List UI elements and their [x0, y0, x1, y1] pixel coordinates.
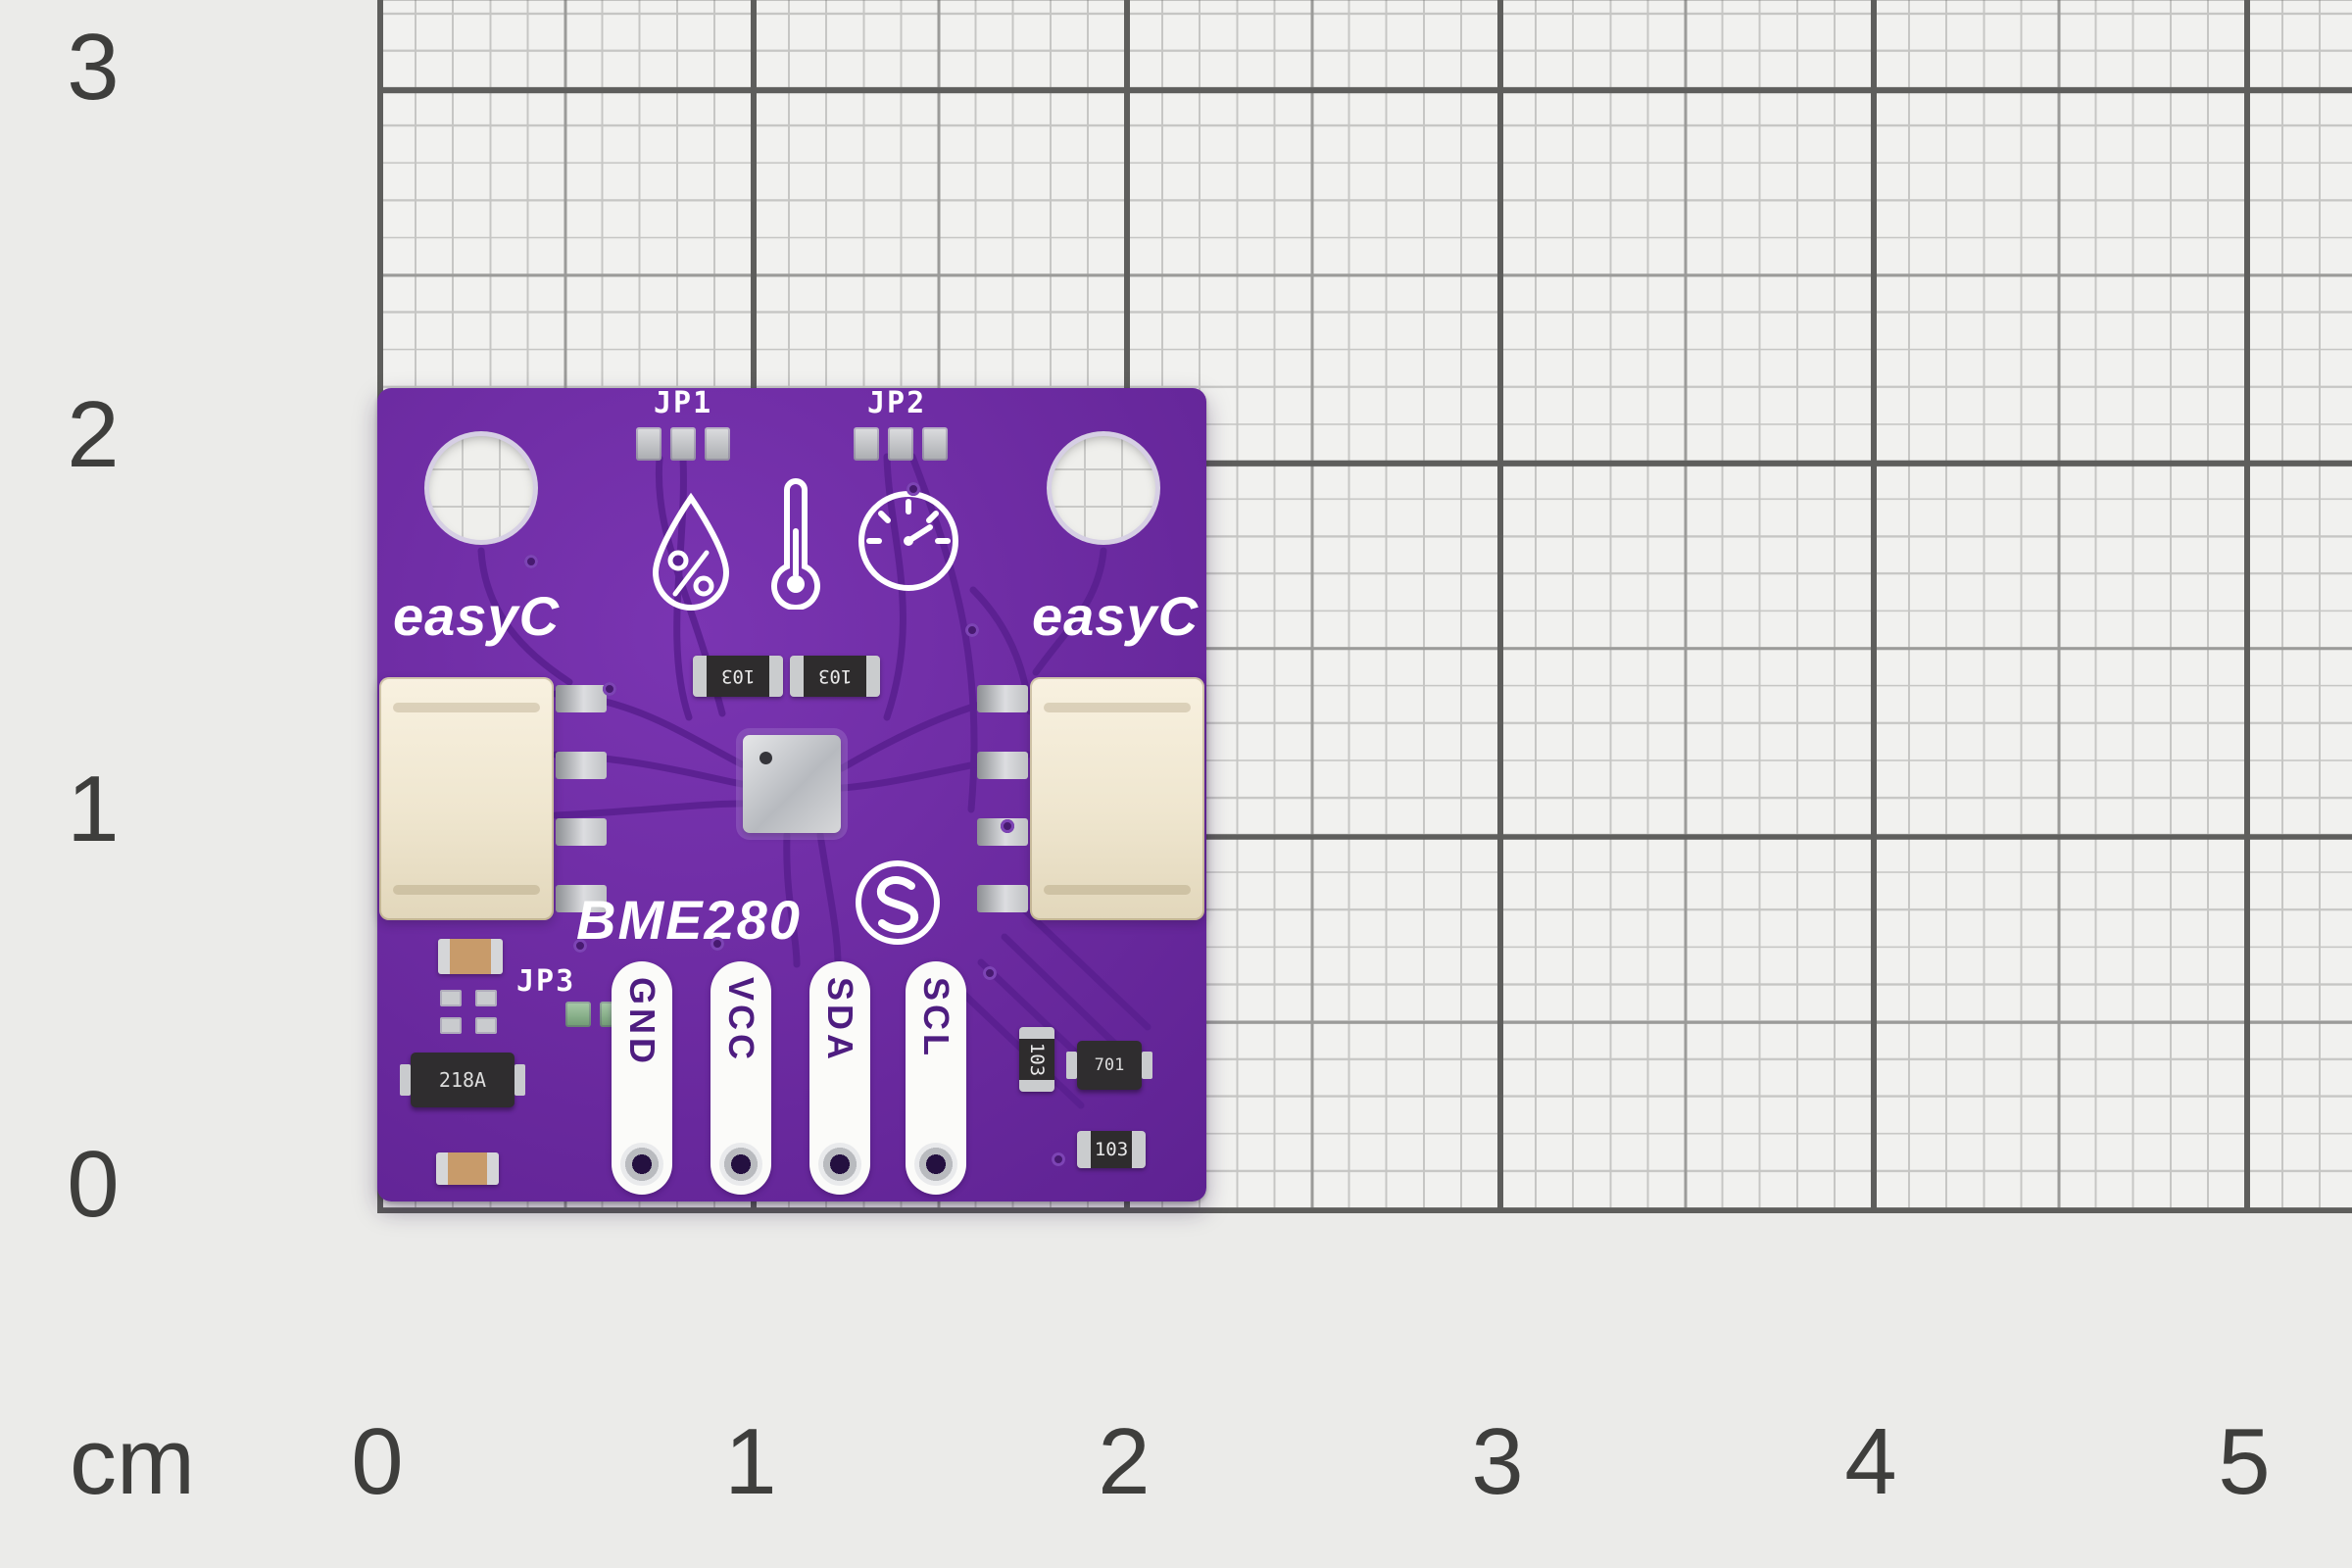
resistor-103-d: 103	[1077, 1131, 1146, 1168]
connector-pin	[556, 818, 607, 846]
ruler-label-v0: 0	[67, 1132, 120, 1237]
jp3-label: JP3	[516, 964, 576, 999]
ic-regulator: 218A	[400, 1053, 525, 1107]
humidity-icon	[652, 492, 730, 611]
through-hole	[719, 1143, 762, 1186]
connector-right-pins	[977, 685, 1028, 912]
ruler-label-h4: 4	[1844, 1409, 1897, 1514]
board-title: BME280	[576, 889, 802, 951]
capacitor	[436, 1152, 499, 1185]
connector-pin	[977, 752, 1028, 779]
resistor-103-a: 103	[693, 656, 783, 697]
ruler-label-h0: 0	[351, 1409, 404, 1514]
connector-groove	[393, 703, 540, 712]
connector-groove	[1044, 703, 1191, 712]
via	[603, 682, 616, 696]
via	[573, 939, 587, 953]
connector-pin	[556, 885, 607, 912]
thermometer-icon	[771, 478, 820, 610]
jp1-pad	[636, 427, 662, 461]
pressure-gauge-icon	[858, 491, 958, 591]
jp3-pad	[565, 1002, 591, 1027]
pcb-board: JP1 JP2	[377, 386, 1206, 1201]
jp1-pad	[705, 427, 730, 461]
resistor-103-c: 103	[1019, 1027, 1054, 1092]
easyc-connector-left	[379, 677, 554, 920]
ruler-label-v3: 3	[67, 15, 120, 120]
via	[983, 966, 997, 980]
ruler-label-h3: 3	[1471, 1409, 1524, 1514]
easyc-label-right: easyC	[1032, 585, 1200, 647]
pin-pad-gnd: GND	[612, 961, 672, 1195]
mounting-hole-left	[424, 431, 538, 545]
jp2-pad	[922, 427, 948, 461]
via	[906, 482, 920, 496]
mounting-hole-right	[1047, 431, 1160, 545]
pin-pad-scl: SCL	[906, 961, 966, 1195]
jp1-pad	[670, 427, 696, 461]
jp2-pads	[854, 427, 948, 461]
resistor-103-b: 103	[790, 656, 880, 697]
connector-left-pins	[556, 685, 607, 912]
ruler-label-v1: 1	[67, 757, 120, 861]
via	[1001, 819, 1014, 833]
through-hole	[914, 1143, 957, 1186]
pin-pad-vcc: VCC	[710, 961, 771, 1195]
through-hole	[818, 1143, 861, 1186]
connector-pin	[556, 752, 607, 779]
connector-groove	[393, 885, 540, 895]
solder-pad	[440, 1017, 462, 1034]
easyc-connector-right	[1030, 677, 1204, 920]
ruler-label-h5: 5	[2218, 1409, 2271, 1514]
connector-groove	[1044, 885, 1191, 895]
ruler-unit-label: cm	[70, 1409, 195, 1514]
connector-pin	[977, 885, 1028, 912]
ruler-label-h1: 1	[724, 1409, 777, 1514]
solder-pad	[440, 990, 462, 1006]
jp2-pad	[888, 427, 913, 461]
connector-pin	[556, 685, 607, 712]
jp2-pad	[854, 427, 879, 461]
via	[965, 623, 979, 637]
capacitor	[438, 939, 503, 974]
ruler-label-v2: 2	[67, 382, 120, 487]
via	[1052, 1152, 1065, 1166]
through-hole	[620, 1143, 663, 1186]
ic-small: 701	[1066, 1041, 1152, 1090]
via	[524, 555, 538, 568]
easyc-label-left: easyC	[393, 585, 561, 647]
connector-pin	[977, 685, 1028, 712]
bme280-sensor-chip	[743, 735, 841, 833]
solder-pad	[475, 1017, 497, 1034]
pin-pad-sda: SDA	[809, 961, 870, 1195]
solder-pad	[475, 990, 497, 1006]
jp2-label: JP2	[867, 386, 927, 420]
soldered-logo-icon	[856, 860, 940, 945]
jp1-label: JP1	[654, 386, 713, 420]
sensor-vent-hole	[760, 752, 772, 764]
ruler-label-h2: 2	[1098, 1409, 1151, 1514]
jp1-pads	[636, 427, 730, 461]
via	[710, 937, 724, 951]
